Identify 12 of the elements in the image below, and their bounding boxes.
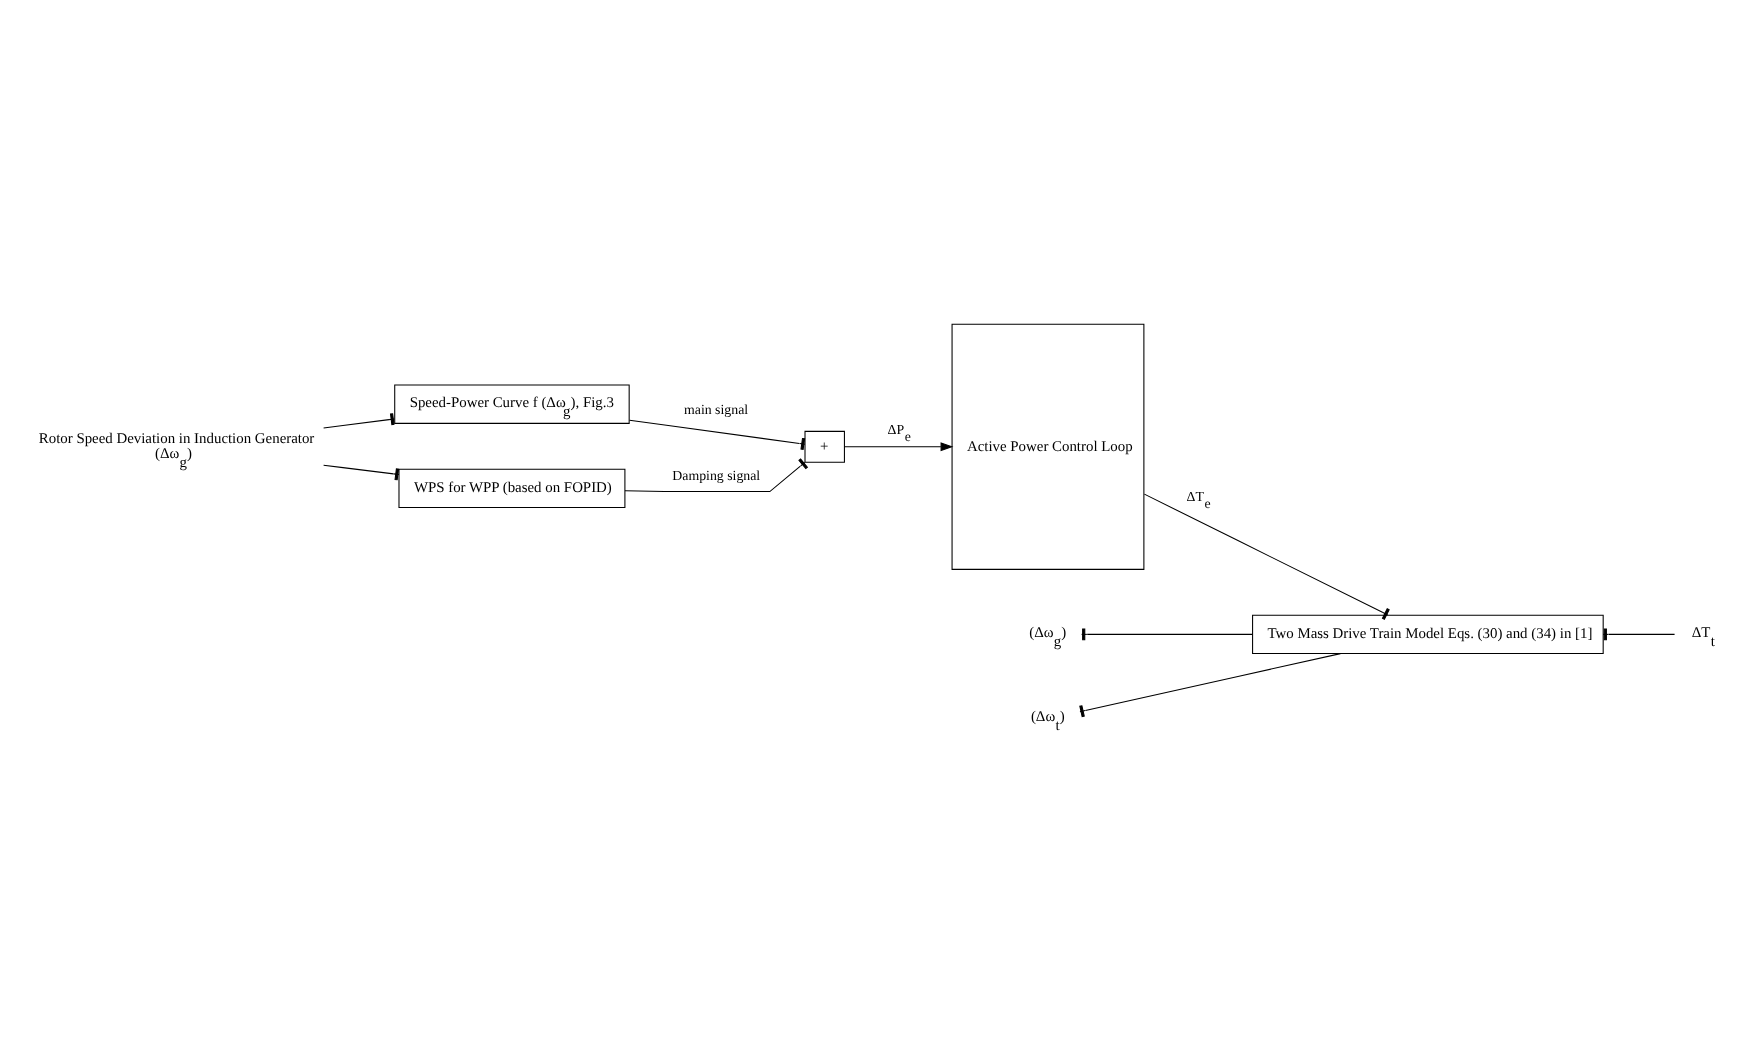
connector: [1602, 628, 1676, 641]
connector: [323, 413, 395, 429]
arrow: [844, 442, 954, 452]
connector: [323, 464, 400, 481]
connector: [629, 419, 806, 450]
node-box: +: [804, 430, 845, 463]
connector: [624, 458, 809, 493]
connector: [1143, 493, 1390, 620]
node-box: Active Power Control Loop: [951, 323, 1145, 570]
connector: [1079, 653, 1341, 718]
node-box: WPS for WPP (based on FOPID): [398, 468, 626, 509]
node-text: Rotor Speed Deviation in Induction Generator: [38, 428, 315, 447]
